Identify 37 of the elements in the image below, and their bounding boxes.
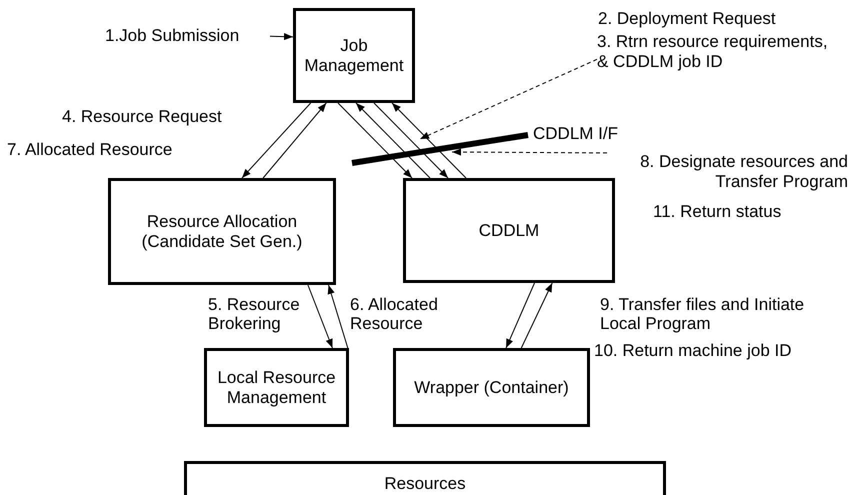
box-label: Resources [384,474,466,494]
process-box [204,348,349,427]
process-box [393,348,590,427]
interface-label: CDDLM I/F [533,124,618,143]
step-text: 4. Resource Request [62,107,222,126]
step-text: 6. Allocated Resource [350,295,439,333]
arrow [270,33,294,40]
process-box [293,8,415,103]
step-text: 1.Job Submission [105,26,240,46]
leader-line [452,148,608,156]
step-text: 10. Return machine job ID [594,341,792,360]
arrow [328,284,348,348]
box-label: Resource Allocation (Candidate Set Gen.) [140,212,304,252]
arrow [307,284,333,348]
step-text: 2. Deployment Request [598,9,776,28]
step-text: 9. Transfer files and Initiate Local Program [600,295,806,333]
box-label: Wrapper (Container) [414,378,569,398]
step-text: 5. Resource Brokering [208,295,301,333]
arrow [242,102,312,178]
arrow [520,282,553,348]
arrow [338,102,412,178]
step-text: 11. Return status [653,202,782,221]
arrow [392,102,466,178]
arrow [356,102,430,178]
step-text: 3. Rtrn resource requirements, & CDDLM job ID [597,32,829,72]
box-label: Local Resource Management [216,368,337,408]
box-label: CDDLM [478,220,540,240]
process-box [403,178,615,283]
arrow [262,102,327,178]
step-text: 8. Designate resources and Transfer Program [639,152,848,192]
box-label: Job Management [303,36,405,76]
process-box [184,461,666,495]
process-box [108,178,336,285]
arrow [374,102,448,178]
arrow [506,282,535,348]
step-text: 7. Allocated Resource [7,140,172,159]
leader-line [420,58,598,140]
